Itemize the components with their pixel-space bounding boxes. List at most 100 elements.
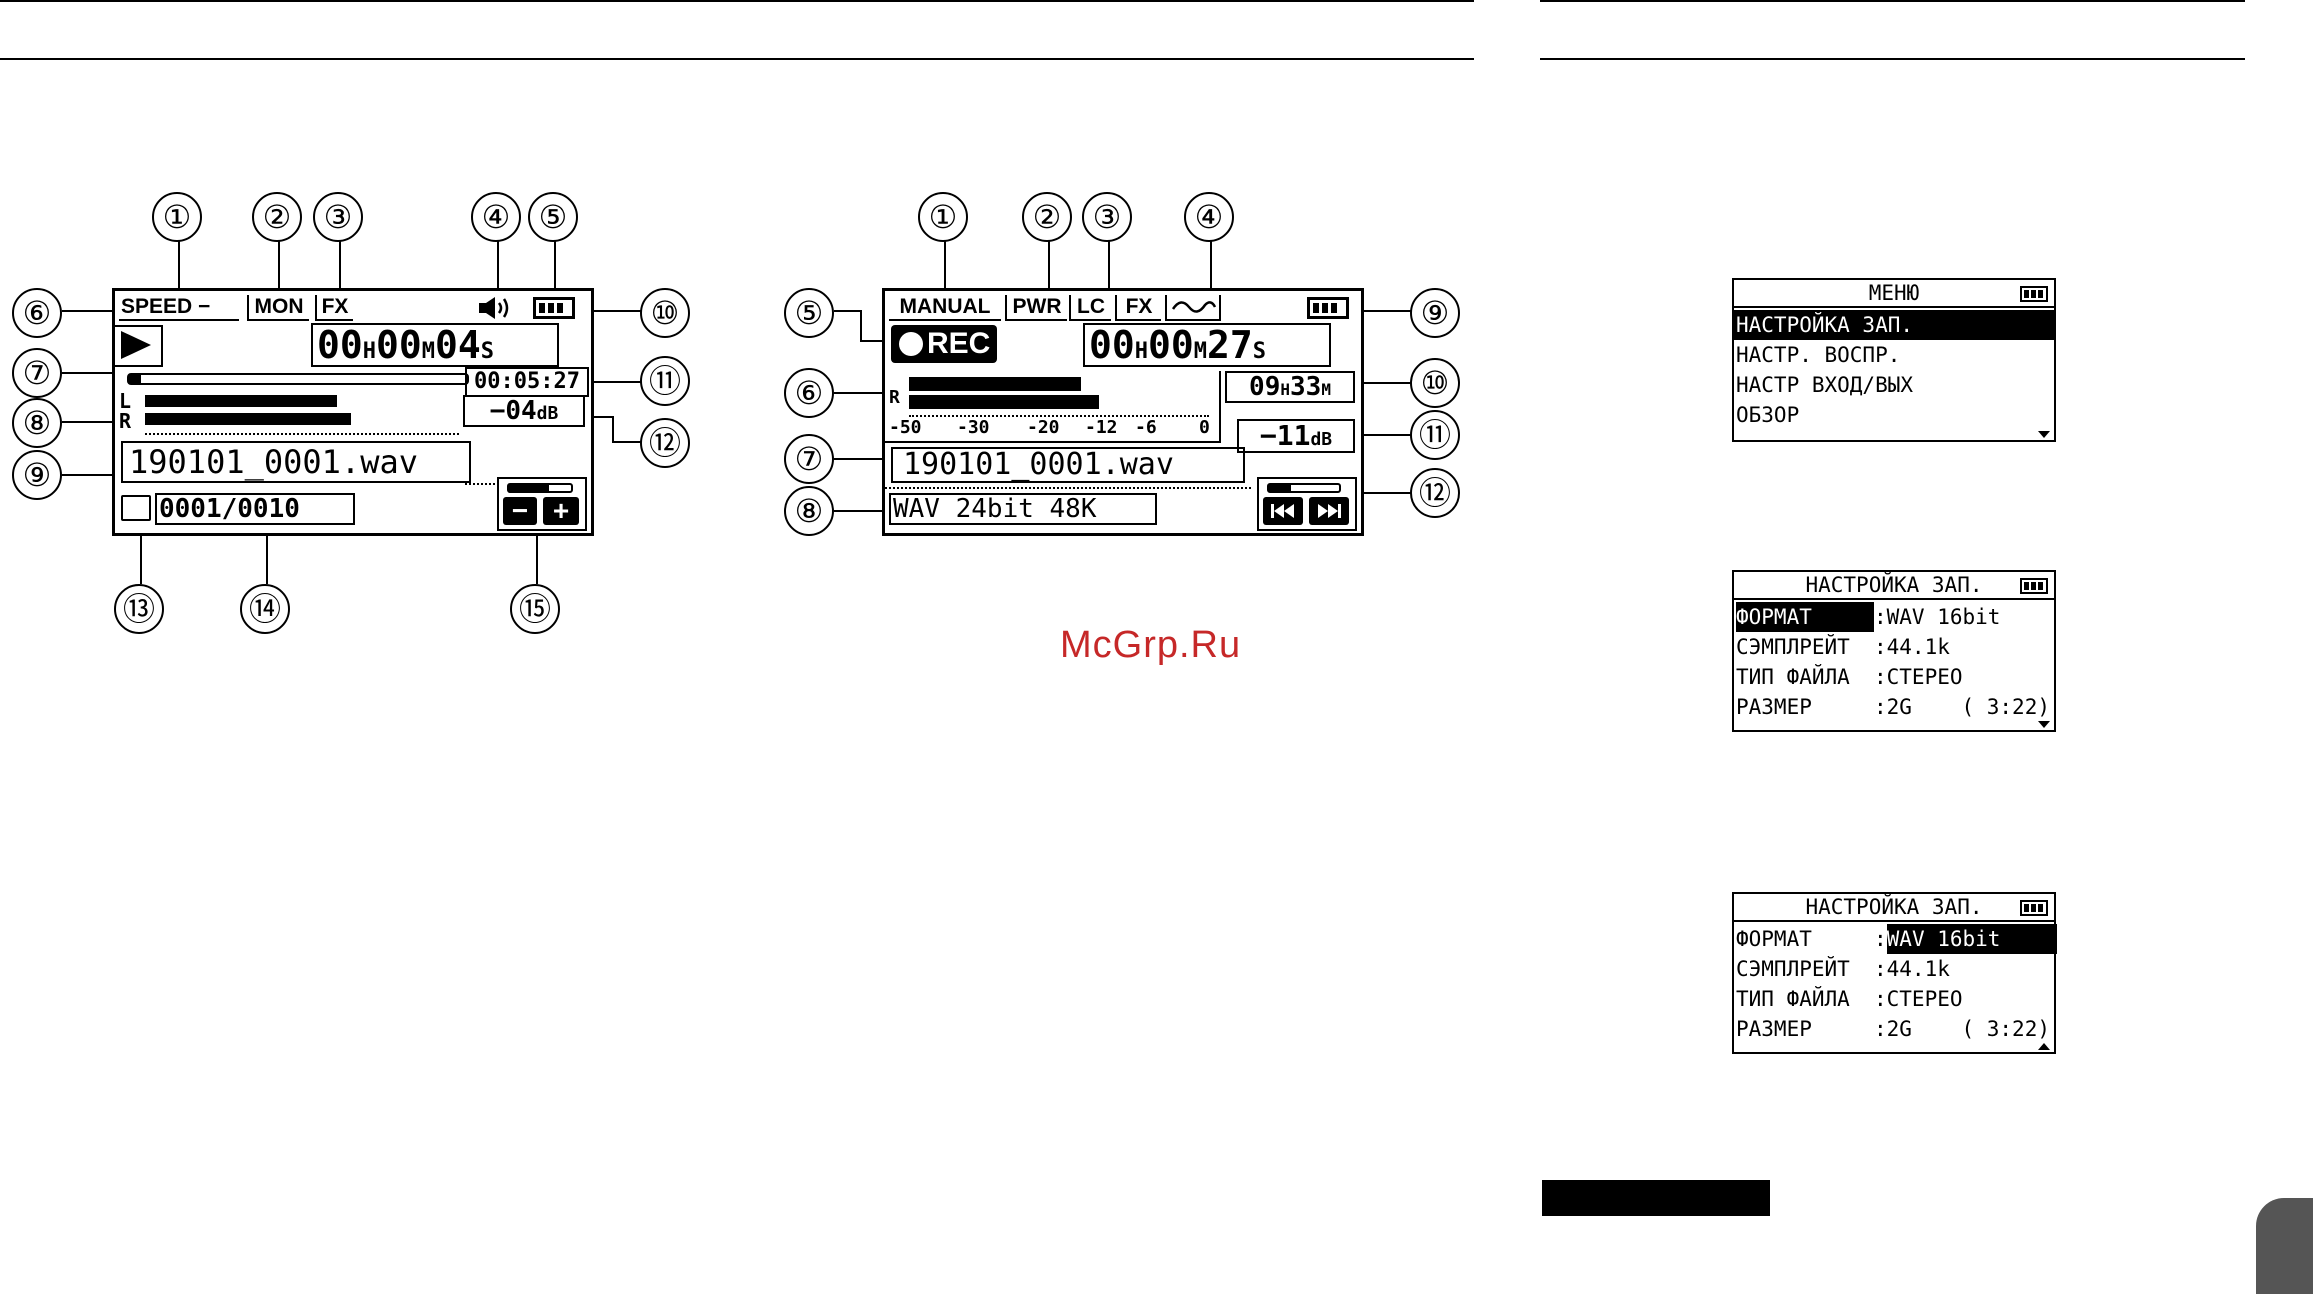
menu-item-io-settings[interactable]: НАСТР ВХОД/ВЫХ <box>1736 373 1914 397</box>
header-rule-right-top <box>1540 0 2245 2</box>
file-counter: 0001/0010 <box>155 493 355 525</box>
skip-forward-button[interactable] <box>1309 497 1349 525</box>
rec-elapsed-time: 00H00M27S <box>1083 323 1331 367</box>
samplerate-row-1[interactable]: СЭМПЛРЕЙТ:44.1k <box>1734 632 2054 662</box>
skip-box <box>1257 477 1357 531</box>
rec-callout-5: ⑤ <box>784 288 834 338</box>
header-rule-right <box>1540 58 2245 60</box>
rec-level-meter-r <box>909 395 1099 409</box>
callout-8: ⑧ <box>12 398 62 448</box>
size-row-1[interactable]: РАЗМЕР :2G ( 3:22) <box>1734 692 2054 722</box>
filetype-value-2: :СТЕРЕО <box>1874 987 1963 1011</box>
menu-title: МЕНЮ <box>1868 281 1920 305</box>
format-label-1: ФОРМАТ <box>1736 602 1874 632</box>
rec-level-meter-l <box>909 377 1081 391</box>
menu-item-rec-settings[interactable]: НАСТРОЙКА ЗАП. <box>1734 310 2054 340</box>
black-label-block <box>1542 1180 1770 1216</box>
level-meter-r <box>145 413 351 425</box>
speed-label: SPEED − <box>119 295 239 321</box>
speaker-icon <box>477 295 515 321</box>
skip-back-icon <box>1271 504 1294 518</box>
samplerate-row-2[interactable]: СЭМПЛРЕЙТ:44.1k <box>1734 954 2054 984</box>
header-rule-left-top <box>0 0 1474 2</box>
rec-settings-screen-2: НАСТРОЙКА ЗАП. ФОРМАТ:WAV 16bit СЭМПЛРЕЙ… <box>1732 892 2057 1054</box>
format-value-2: WAV 16bit <box>1886 924 2057 954</box>
rec-callout-11: ⑪ <box>1410 410 1460 460</box>
volume-down-button[interactable]: − <box>503 497 537 525</box>
remaining-rec-time: 09H33M <box>1225 371 1355 403</box>
rec-callout-6: ⑥ <box>784 368 834 418</box>
callout-12: ⑫ <box>640 418 690 468</box>
scroll-down-icon <box>2038 431 2050 438</box>
remaining-time: 00:05:27 <box>465 367 589 397</box>
play-lcd: SPEED − MON FX 00H00M04S 00:05:27 L R −0… <box>112 288 594 536</box>
progress-bar <box>127 373 469 385</box>
filetype-row-1[interactable]: ТИП ФАЙЛА :СТЕРЕО <box>1734 662 2054 692</box>
callout-3: ③ <box>313 192 363 242</box>
skip-back-button[interactable] <box>1263 497 1303 525</box>
callout-9: ⑨ <box>12 450 62 500</box>
filetype-row-2[interactable]: ТИП ФАЙЛА :СТЕРЕО <box>1734 984 2054 1014</box>
meter-scale <box>145 433 459 435</box>
format-row-2[interactable]: ФОРМАТ:WAV 16bit <box>1734 924 2057 954</box>
menu-screen: МЕНЮ НАСТРОЙКА ЗАП. НАСТР. ВОСПР. НАСТР … <box>1732 278 2056 442</box>
callout-7: ⑦ <box>12 348 62 398</box>
volume-up-button[interactable]: + <box>543 497 579 525</box>
rec-callout-10: ⑩ <box>1410 358 1460 408</box>
watermark: McGrp.Ru <box>1060 624 1242 666</box>
rec-callout-9: ⑨ <box>1410 288 1460 338</box>
callout-10: ⑩ <box>640 288 690 338</box>
callout-5: ⑤ <box>528 192 578 242</box>
size-time-1: ( 3:22) <box>1961 695 2050 719</box>
channel-r: R <box>119 409 132 433</box>
play-icon <box>115 325 163 367</box>
rec-channel-r: R <box>889 387 900 408</box>
rec-indicator: REC <box>891 325 997 363</box>
rec-callout-3: ③ <box>1082 192 1132 242</box>
rec-callout-8: ⑧ <box>784 486 834 536</box>
separator-dots <box>465 483 495 485</box>
callout-4: ④ <box>471 192 521 242</box>
filetype-value-1: :СТЕРЕО <box>1874 665 1963 689</box>
rec-peak-level: −11dB <box>1237 419 1355 453</box>
filetype-label-1: ТИП ФАЙЛА <box>1736 665 1850 689</box>
size-value-2: :2G <box>1874 1017 1912 1041</box>
volume-box: − + <box>497 477 587 531</box>
menu-item-play-settings[interactable]: НАСТР. ВОСПР. <box>1736 343 1901 367</box>
menu-item-browse[interactable]: ОБЗОР <box>1736 403 1800 427</box>
rec-file-name: 190101_0001.wav <box>891 447 1245 483</box>
format-label-2: ФОРМАТ <box>1736 927 1812 951</box>
callout-2: ② <box>252 192 302 242</box>
callout-15: ⑮ <box>510 584 560 634</box>
format-row-1[interactable]: ФОРМАТ:WAV 16bit <box>1734 602 2054 632</box>
fx-label: FX <box>315 295 353 321</box>
lc-label: LC <box>1069 295 1111 321</box>
rec-lcd: MANUAL PWR LC FX REC 00H00M27S R -50 -30… <box>882 288 1364 536</box>
size-label-1: РАЗМЕР <box>1736 695 1812 719</box>
size-label-2: РАЗМЕР <box>1736 1017 1812 1041</box>
rec-separator-dots <box>885 487 1251 489</box>
callout-6: ⑥ <box>12 288 62 338</box>
record-dot-icon <box>899 332 923 356</box>
meter-frame <box>885 371 1221 443</box>
scroll-down-icon-2 <box>2038 721 2050 728</box>
samplerate-label-2: СЭМПЛРЕЙТ <box>1736 957 1850 981</box>
size-row-2[interactable]: РАЗМЕР:2G( 3:22) <box>1734 1014 2054 1044</box>
manual-label: MANUAL <box>889 295 1001 321</box>
rec-battery-icon <box>1307 297 1349 319</box>
format-value-1: :WAV 16bit <box>1874 605 2001 629</box>
peak-level: −04dB <box>463 395 585 427</box>
rec-callout-2: ② <box>1022 192 1072 242</box>
filetype-label-2: ТИП ФАЙЛА <box>1736 987 1850 1011</box>
size-value-1: :2G <box>1874 695 1912 719</box>
rec-meter-ticks <box>909 415 1209 417</box>
scroll-up-icon <box>2038 1043 2050 1050</box>
callout-13: ⑬ <box>114 584 164 634</box>
rec-fx-label: FX <box>1115 295 1161 321</box>
pwr-label: PWR <box>1005 295 1067 321</box>
channel-l: L <box>119 389 132 413</box>
elapsed-time: 00H00M04S <box>311 323 559 367</box>
mon-label: MON <box>247 295 309 321</box>
battery-icon <box>533 297 575 319</box>
rec-settings-screen-1: НАСТРОЙКА ЗАП. ФОРМАТ:WAV 16bit СЭМПЛРЕЙ… <box>1732 570 2056 732</box>
